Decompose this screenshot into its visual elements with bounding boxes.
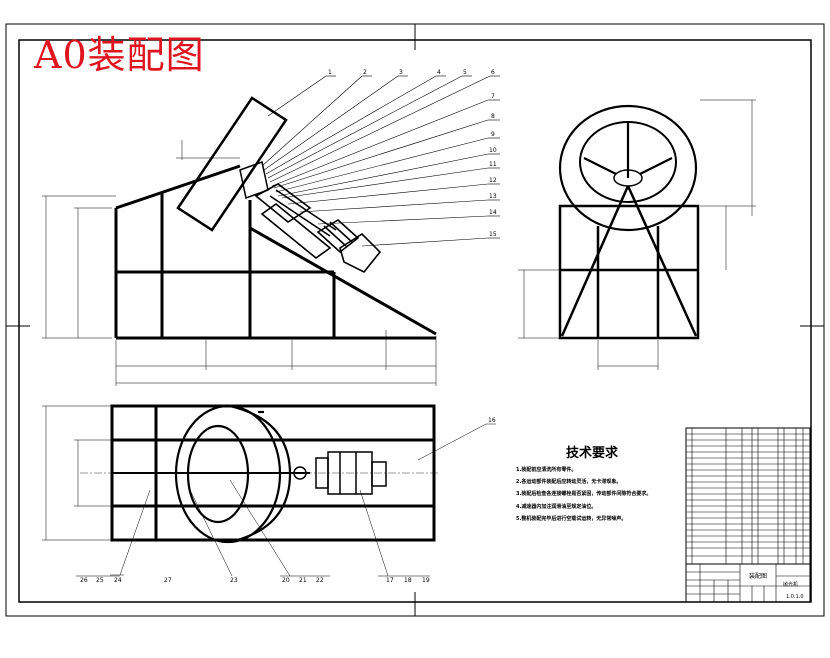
callout-16: 16 (488, 417, 496, 424)
drawing-name: 装配图 (749, 572, 767, 580)
title-block-grid (686, 564, 810, 602)
callout-7: 7 (491, 93, 495, 100)
polishing-drum (176, 96, 288, 232)
tech-note-4: 4.减速器内加注润滑油至规定油位。 (516, 504, 597, 510)
callout-11: 11 (489, 161, 497, 168)
callout-12: 12 (489, 177, 497, 184)
callout-20: 20 (282, 577, 290, 584)
front-leaders (261, 75, 500, 247)
side-view (518, 99, 756, 370)
side-dimensions (518, 99, 756, 370)
tech-note-2: 2.各运动部件装配后应转动灵活，无卡滞现象。 (516, 479, 622, 485)
drum-side-outer (558, 104, 698, 232)
tech-note-5: 5.整机装配完毕后进行空载试运转，无异常噪声。 (516, 516, 627, 522)
callout-26: 26 (80, 577, 88, 584)
callout-2: 2 (363, 69, 367, 76)
callout-27: 27 (164, 577, 172, 584)
callout-8: 8 (491, 113, 495, 120)
callout-15: 15 (489, 231, 497, 238)
side-frame (558, 185, 700, 340)
front-frame (114, 164, 437, 340)
callout-14: 14 (489, 209, 497, 216)
callout-17: 17 (386, 577, 394, 584)
part-name: 抛光机 (783, 581, 798, 588)
tech-note-1: 1.装配前应清洗所有零件。 (516, 467, 577, 473)
callout-13: 13 (489, 193, 497, 200)
top-leaders (76, 423, 496, 577)
front-view (42, 75, 500, 386)
drive-assembly (254, 183, 382, 274)
tech-requirements-heading: 技术要求 (566, 446, 619, 461)
centering-marks (6, 24, 824, 616)
callout-24: 24 (114, 577, 122, 584)
callout-19: 19 (422, 577, 430, 584)
callout-23: 23 (230, 577, 238, 584)
callout-22: 22 (316, 577, 324, 584)
callout-4: 4 (437, 69, 441, 76)
callout-18: 18 (404, 577, 412, 584)
front-dimensions (42, 140, 437, 386)
callout-3: 3 (399, 69, 403, 76)
title-block (685, 427, 811, 603)
callout-25: 25 (96, 577, 104, 584)
parts-list-rows (686, 428, 810, 565)
callout-9: 9 (491, 131, 495, 138)
callout-1: 1 (328, 69, 332, 76)
outer-border (5, 23, 825, 617)
top-view (42, 404, 496, 577)
title-block-text: 装配图 抛光机 1.0:1.0 (749, 572, 804, 600)
callout-5: 5 (463, 69, 467, 76)
tech-note-3: 3.装配后检查各连接螺栓是否紧固，传动部件间隙符合要求。 (516, 491, 652, 497)
callout-6: 6 (491, 69, 495, 76)
drawing-number: 1.0:1.0 (786, 594, 804, 600)
drawing-title: A0装配图 (34, 33, 205, 77)
callout-labels: 1 2 3 4 5 6 7 8 9 10 11 12 13 14 15 16 1… (80, 69, 497, 584)
top-dimensions (42, 405, 112, 541)
callout-21: 21 (299, 577, 307, 584)
callout-10: 10 (489, 147, 497, 154)
